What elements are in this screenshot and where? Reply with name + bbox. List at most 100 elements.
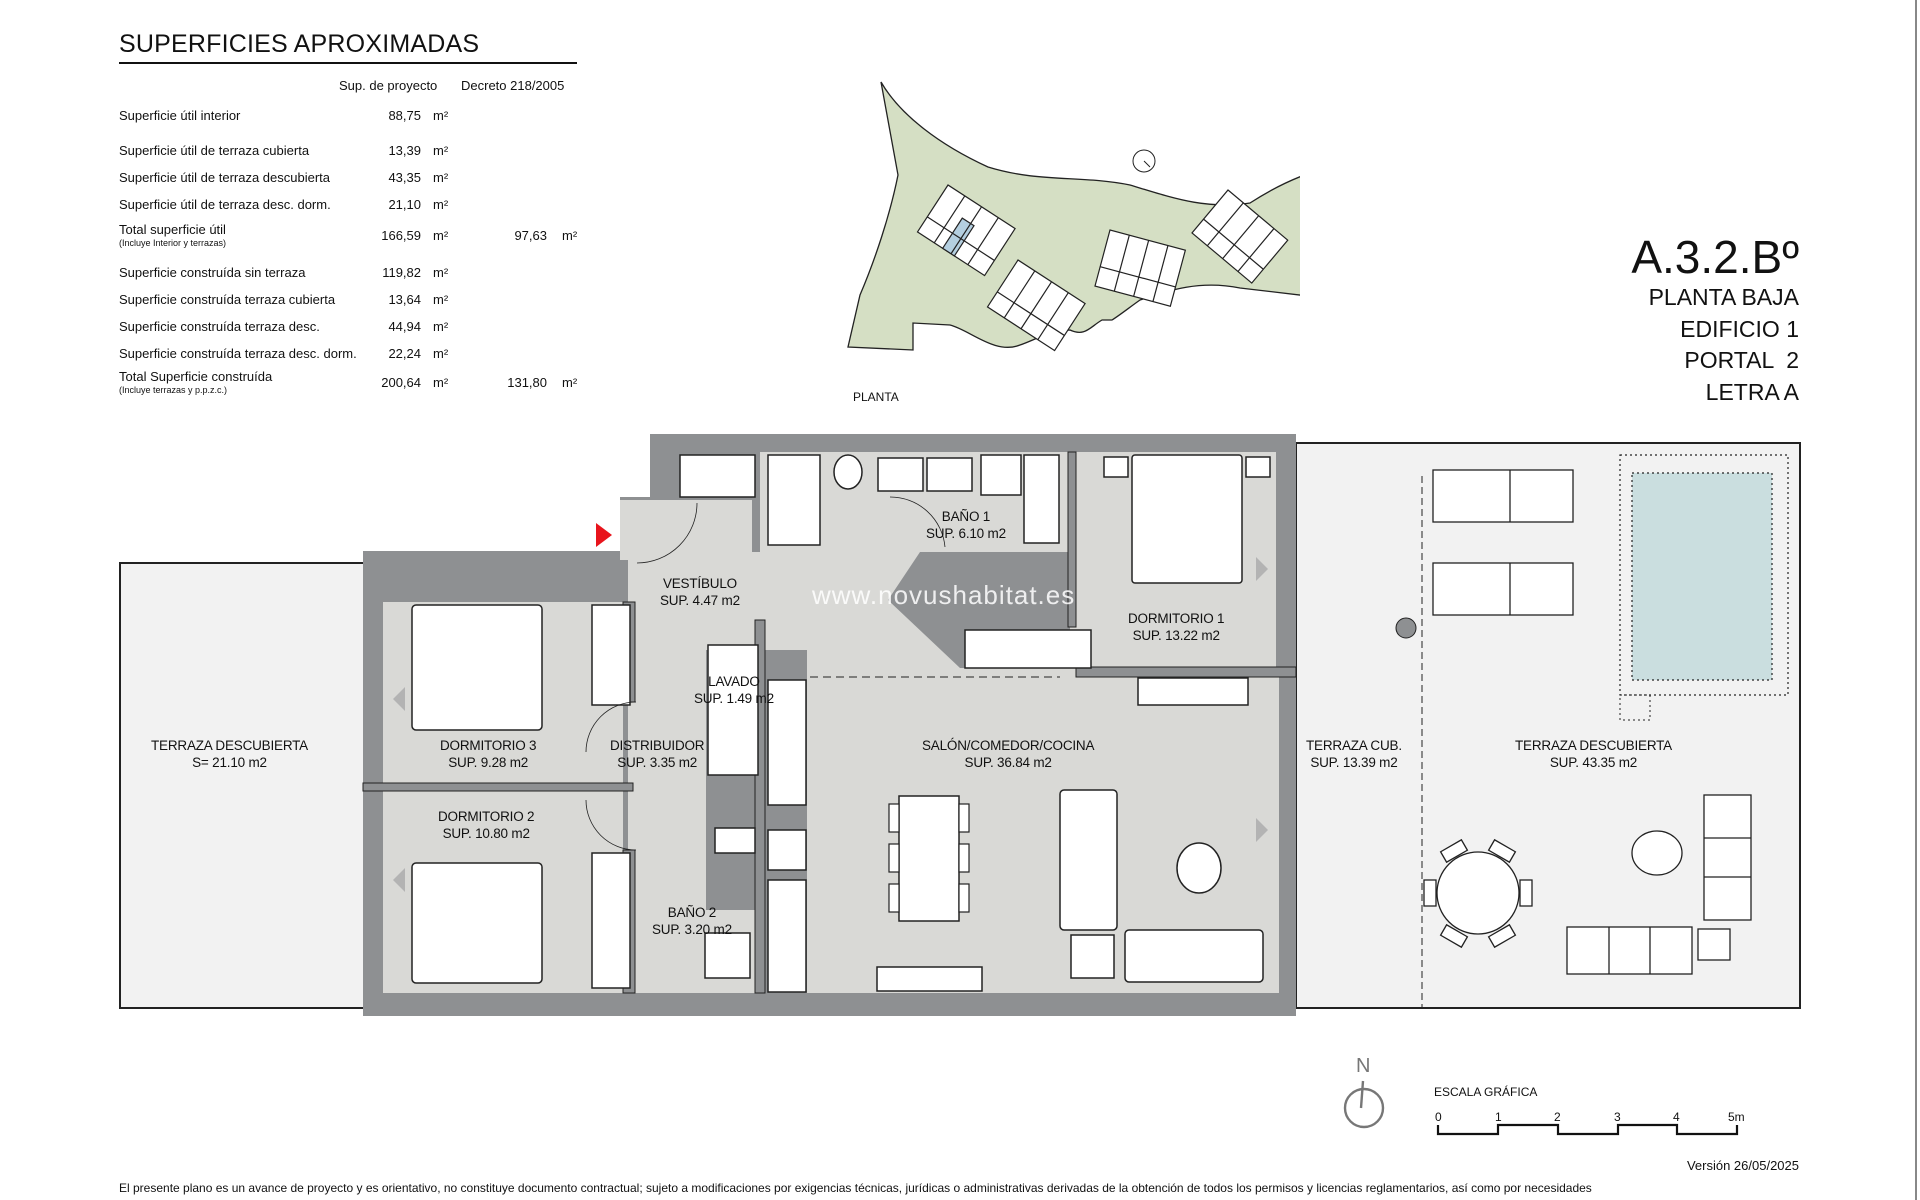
room-label-terraza-cubierta: TERRAZA CUB.SUP. 13.39 m2 bbox=[1306, 738, 1402, 770]
area-row-project-value: 44,94 bbox=[388, 319, 421, 334]
disclaimer: El presente plano es un avance de proyec… bbox=[119, 1181, 1592, 1195]
area-row-project-value: 166,59 bbox=[381, 228, 421, 243]
version-label: Versión 26/05/2025 bbox=[1686, 1158, 1799, 1173]
areas-title: SUPERFICIES APROXIMADAS bbox=[119, 30, 480, 58]
area-row-project-value: 43,35 bbox=[388, 170, 421, 185]
outdoor-dining-table bbox=[1423, 838, 1533, 949]
area-row-project-unit: m² bbox=[433, 197, 449, 212]
site-north-icon bbox=[1132, 149, 1156, 173]
scale-tick-5: 5m bbox=[1728, 1110, 1745, 1124]
area-row: Superficie construída sin terraza 119,82 m… bbox=[119, 265, 589, 287]
sofa bbox=[1059, 789, 1118, 931]
area-row: Superficie construída terraza desc. 44,94… bbox=[119, 319, 589, 341]
area-row-label: Superficie construída terraza desc. dorm… bbox=[119, 346, 357, 361]
unit-portal: PORTAL 2 bbox=[1684, 347, 1799, 373]
area-row-sublabel: (Incluye terrazas y p.p.z.c.) bbox=[119, 385, 228, 395]
site-building-2 bbox=[986, 259, 1086, 352]
area-row: Superficie construída terraza cubierta 13… bbox=[119, 292, 589, 314]
column-header-project: Sup. de proyecto bbox=[339, 78, 438, 93]
unit-floor: PLANTA BAJA bbox=[1648, 284, 1799, 310]
area-row-label: Superficie útil de terraza descubierta bbox=[119, 170, 331, 185]
bathtub bbox=[767, 454, 821, 546]
scale-bar bbox=[1436, 1123, 1739, 1136]
area-row: Superficie construída terraza desc. dorm… bbox=[119, 346, 589, 368]
area-row-project-unit: m² bbox=[433, 375, 449, 390]
area-row-project-value: 13,64 bbox=[388, 292, 421, 307]
area-row: Total superficie útil(Incluye Interior y… bbox=[119, 222, 589, 250]
site-plan bbox=[847, 81, 1300, 352]
area-row-decree-value: 131,80 bbox=[507, 375, 547, 390]
scale-tick-1: 1 bbox=[1495, 1110, 1502, 1124]
area-row-project-unit: m² bbox=[433, 170, 449, 185]
area-row-project-unit: m² bbox=[433, 108, 449, 123]
scale-tick-0: 0 bbox=[1435, 1110, 1442, 1124]
area-row-decree-unit: m² bbox=[562, 228, 578, 243]
area-row-label: Superficie útil de terraza desc. dorm. bbox=[119, 197, 331, 212]
scale-tick-3: 3 bbox=[1614, 1110, 1621, 1124]
area-row-label: Superficie construída terraza cubierta bbox=[119, 292, 336, 307]
entry-arrow-icon bbox=[596, 523, 612, 547]
area-row-label: Total superficie útil bbox=[119, 222, 226, 237]
area-row-label: Superficie útil interior bbox=[119, 108, 241, 123]
area-row: Superficie útil de terraza desc. dorm. 21… bbox=[119, 197, 589, 219]
area-row-label: Superficie construída terraza desc. bbox=[119, 319, 320, 334]
column-header-decree: Decreto 218/2005 bbox=[461, 78, 565, 93]
double-bed bbox=[1131, 454, 1243, 584]
terrace-left bbox=[119, 562, 365, 1009]
area-row-project-value: 119,82 bbox=[382, 265, 421, 280]
site-building-3 bbox=[1094, 229, 1187, 307]
area-row-project-value: 21,10 bbox=[388, 197, 421, 212]
area-row-project-value: 200,64 bbox=[381, 375, 421, 390]
area-row: Total Superficie construída(Incluye terr… bbox=[119, 369, 589, 397]
area-row-project-value: 13,39 bbox=[388, 143, 421, 158]
site-building-4 bbox=[1191, 189, 1289, 284]
area-row-project-value: 88,75 bbox=[388, 108, 421, 123]
area-row-decree-unit: m² bbox=[562, 375, 578, 390]
area-row-project-unit: m² bbox=[433, 143, 449, 158]
areas-title-rule bbox=[119, 62, 577, 64]
fixtures bbox=[411, 454, 1271, 993]
area-row-project-unit: m² bbox=[433, 228, 449, 243]
scale-tick-4: 4 bbox=[1673, 1110, 1680, 1124]
sun-loungers bbox=[1432, 469, 1574, 616]
scale-title: ESCALA GRÁFICA bbox=[1434, 1085, 1538, 1099]
area-row-project-unit: m² bbox=[433, 265, 449, 280]
dining-chairs bbox=[888, 803, 970, 913]
area-row-label: Total Superficie construída bbox=[119, 369, 273, 384]
area-row-decree-value: 97,63 bbox=[514, 228, 547, 243]
area-row-project-unit: m² bbox=[433, 292, 449, 307]
sofa-2 bbox=[1124, 929, 1264, 983]
pool bbox=[1631, 472, 1773, 681]
bed-dormitorio-3 bbox=[411, 604, 543, 731]
unit-building: EDIFICIO 1 bbox=[1680, 316, 1799, 342]
page-edge bbox=[1915, 0, 1917, 1200]
area-row-sublabel: (Incluye Interior y terrazas) bbox=[119, 238, 227, 248]
outdoor-sofas bbox=[1566, 794, 1752, 975]
area-row: Superficie útil de terraza descubierta 43… bbox=[119, 170, 589, 192]
area-row-project-value: 22,24 bbox=[388, 346, 421, 361]
area-row: Superficie útil interior 88,75 m² bbox=[119, 108, 589, 130]
north-arrow-icon bbox=[1343, 1080, 1385, 1129]
north-label: N bbox=[1356, 1055, 1371, 1077]
site-plan-label: PLANTA bbox=[853, 390, 899, 404]
area-row-label: Superficie útil de terraza cubierta bbox=[119, 143, 310, 158]
area-row-project-unit: m² bbox=[433, 346, 449, 361]
unit-code: A.3.2.Bº bbox=[1631, 231, 1799, 283]
unit-letter: LETRA A bbox=[1705, 379, 1799, 405]
site-building-1 bbox=[916, 184, 1016, 277]
area-row-label: Superficie construída sin terraza bbox=[119, 265, 306, 280]
area-row-project-unit: m² bbox=[433, 319, 449, 334]
bed-dormitorio-2 bbox=[411, 862, 543, 984]
